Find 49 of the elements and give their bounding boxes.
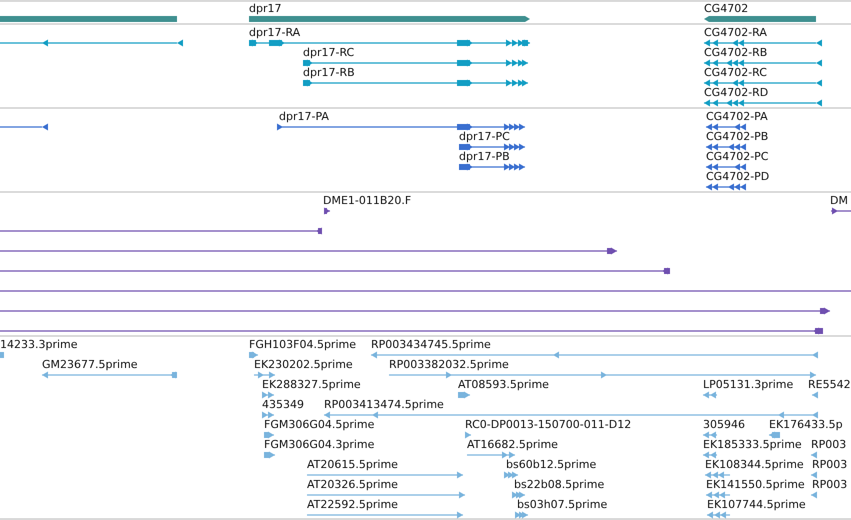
feature-label: CG4702-PB [706,130,768,144]
feature-label: RP003413474.5prime [324,398,444,412]
feature-label: dpr17-PA [279,110,329,124]
feature-label: FGM306G04.3prime [264,438,374,452]
feature-label: CG4702-RB [704,46,768,60]
feature-label: dpr17-RA [249,26,300,40]
feature-label: dpr17 [249,2,282,16]
feature-label: CG4702 [704,2,748,16]
feature-label: RP003434745.5prime [371,338,491,352]
feature-label: AT20615.5prime [307,458,398,472]
feature-label: EK108344.5prime [705,458,804,472]
feature-label: RP003 [812,478,848,492]
feature-label: CG4702-PC [706,150,768,164]
feature-label: AT08593.5prime [458,378,549,392]
feature-label: 435349 [262,398,304,412]
feature-label: CG4702-PA [706,110,768,124]
feature-label: EK230202.5prime [254,358,353,372]
feature-label: DM [830,194,848,208]
feature-label: CG4702-PD [706,170,770,184]
feature-label: RC0-DP0013-150700-011-D12 [465,418,632,432]
feature-label: AT20326.5prime [307,478,398,492]
feature-label: AT22592.5prime [307,498,398,512]
feature-label: RP003 [812,458,848,472]
feature-label: CG4702-RD [704,86,768,100]
feature-label: bs03h07.5prime [517,498,608,512]
feature-label: LP05131.3prime [703,378,794,392]
feature-label: dpr17-RB [303,66,355,80]
feature-label: dpr17-RC [303,46,354,60]
feature-label: RP003 [811,438,846,452]
feature-label: CG4702-RC [704,66,767,80]
feature-label: 305946 [703,418,745,432]
feature-label: bs60b12.5prime [506,458,596,472]
feature-label: EK185333.5prime [703,438,802,452]
feature-label: 14233.3prime [0,338,78,352]
feature-label: bs22b08.5prime [514,478,604,492]
feature-label: EK176433.5p [769,418,843,432]
feature-label: CG4702-RA [704,26,767,40]
feature-label: FGH103F04.5prime [249,338,356,352]
feature-label: dpr17-PB [459,150,510,164]
feature-label: FGM306G04.5prime [264,418,374,432]
feature-label: EK288327.5prime [262,378,361,392]
feature-label: AT16682.5prime [467,438,558,452]
feature-label: dpr17-PC [459,130,510,144]
feature-label: EK107744.5prime [707,498,806,512]
feature-label: RP003382032.5prime [389,358,509,372]
feature-label: DME1-011B20.F [323,194,412,208]
feature-label: EK141550.5prime [706,478,805,492]
feature-label: GM23677.5prime [42,358,138,372]
feature-label: RE5542 [808,378,851,392]
